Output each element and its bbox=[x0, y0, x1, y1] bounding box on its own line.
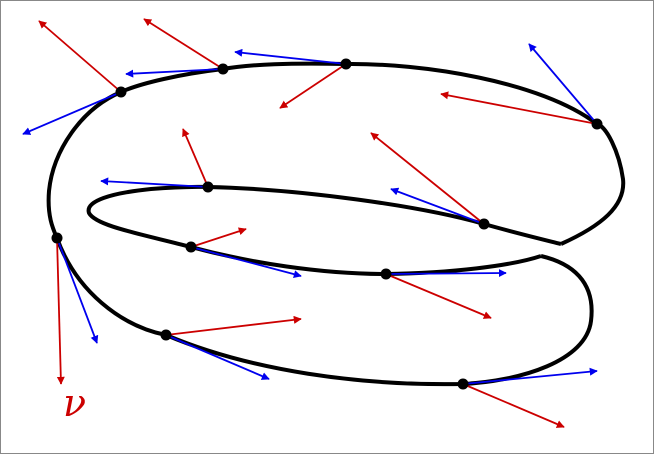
blue-vector-arrow bbox=[22, 91, 122, 135]
curve-point bbox=[478, 218, 490, 230]
curve-inner-segment bbox=[86, 184, 562, 277]
red-vector-group bbox=[38, 18, 598, 428]
curve-point bbox=[217, 63, 229, 75]
red-vector-arrow bbox=[385, 273, 492, 319]
blue-vector-arrow bbox=[100, 177, 209, 188]
blue-vector-arrow bbox=[190, 246, 302, 279]
blue-vector-arrow bbox=[385, 269, 507, 278]
blue-vector-arrow bbox=[234, 48, 347, 65]
red-vector-arrow bbox=[165, 315, 302, 336]
red-vector-arrow bbox=[182, 128, 209, 188]
point-group bbox=[51, 58, 603, 390]
red-vector-arrow bbox=[38, 20, 122, 93]
red-vector-arrow bbox=[370, 132, 485, 225]
red-vector-arrow bbox=[462, 383, 565, 428]
blue-vector-arrow bbox=[56, 237, 99, 344]
curve-point bbox=[185, 241, 197, 253]
curve-point bbox=[380, 268, 392, 280]
curve-point bbox=[51, 232, 63, 244]
curve-point bbox=[591, 118, 603, 130]
red-vector-arrow bbox=[190, 227, 247, 248]
curve-point bbox=[160, 329, 172, 341]
curve-point bbox=[115, 86, 127, 98]
blue-vector-arrow bbox=[462, 367, 598, 385]
blue-vector-arrow bbox=[165, 334, 270, 380]
blue-vector-arrow bbox=[528, 43, 598, 125]
red-vector-arrow bbox=[56, 237, 65, 385]
red-vector-arrow bbox=[143, 18, 224, 70]
curve-point bbox=[340, 58, 352, 70]
vector-label: ν bbox=[63, 381, 86, 425]
blue-vector-group bbox=[22, 43, 598, 385]
red-vector-arrow bbox=[279, 63, 347, 109]
blue-vector-arrow bbox=[390, 187, 485, 225]
blue-vector-arrow bbox=[125, 68, 224, 78]
curve-point bbox=[457, 378, 469, 390]
red-vector-arrow bbox=[440, 91, 598, 125]
curve-point bbox=[202, 181, 214, 193]
